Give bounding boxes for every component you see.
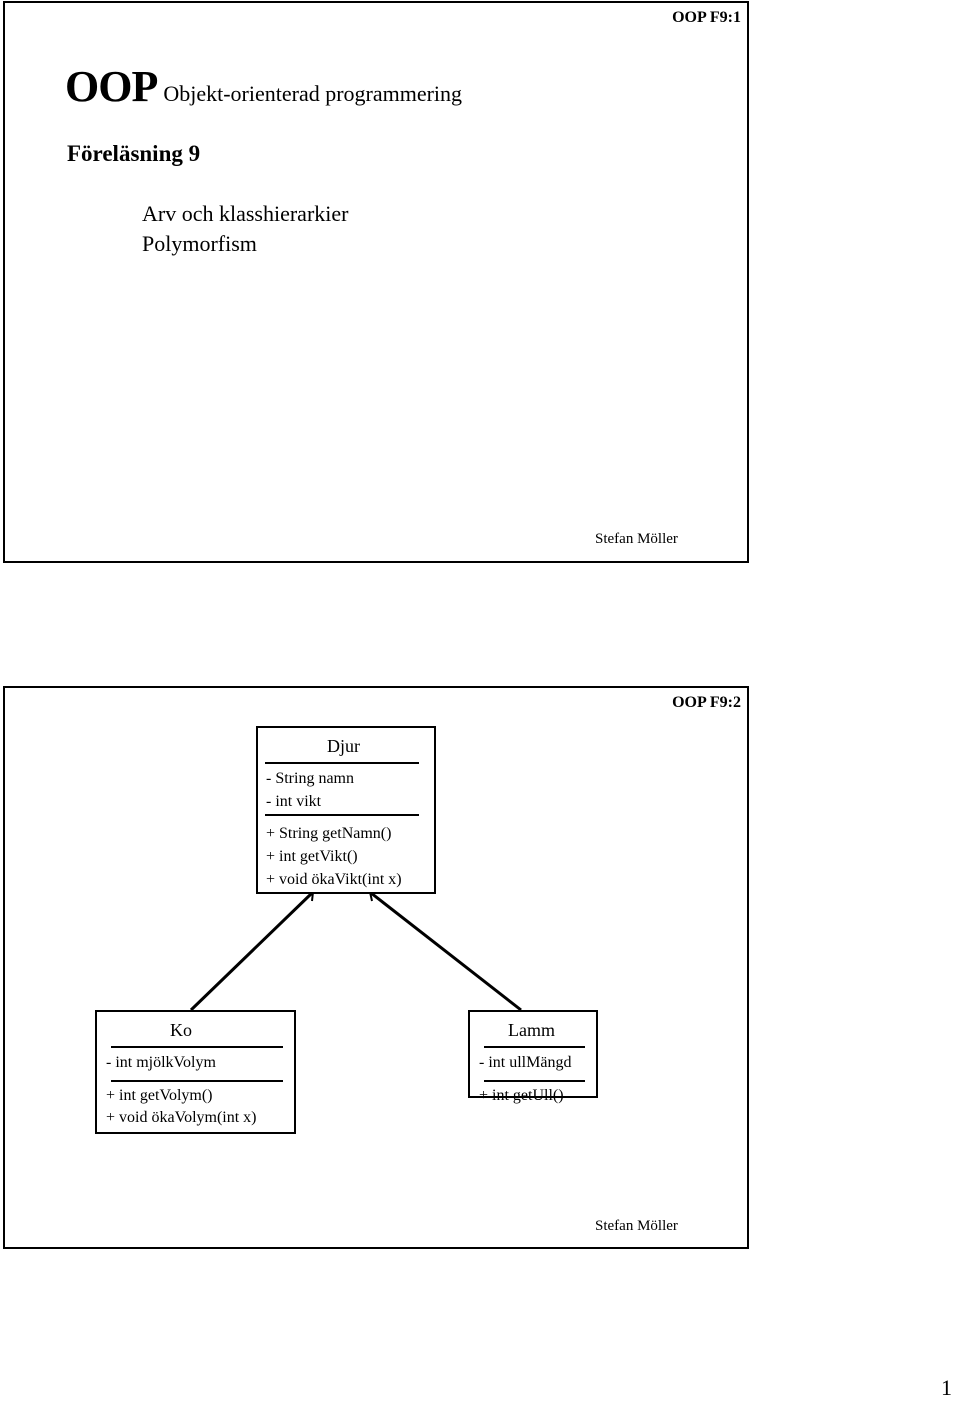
class-box-ko: Ko - int mjölkVolym + int getVolym() + v… (95, 1010, 296, 1134)
method: + void ökaVikt(int x) (266, 871, 402, 888)
slide-2: OOP F9:2 Djur - String namn - int vikt +… (3, 686, 749, 1249)
lecture-heading: Föreläsning 9 (67, 141, 201, 166)
method: + String getNamn() (266, 825, 392, 842)
class-box-djur: Djur - String namn - int vikt + String g… (256, 726, 436, 894)
course-subtitle: Objekt-orienterad programmering (163, 81, 463, 106)
topic-item: Arv och klasshierarkier (142, 201, 349, 226)
slide-number: OOP F9:2 (672, 694, 741, 711)
class-box-lamm: Lamm - int ullMängd + int getUll() (468, 1010, 598, 1104)
attribute: - String namn (266, 770, 354, 787)
topic-item: Polymorfism (142, 231, 257, 256)
method: + int getVolym() (106, 1087, 213, 1104)
course-title: OOP (65, 62, 158, 111)
slide-number: OOP F9:1 (672, 9, 741, 26)
separator (484, 1080, 585, 1082)
attribute: - int ullMängd (479, 1054, 572, 1071)
separator (484, 1046, 585, 1048)
separator (265, 814, 419, 816)
separator (111, 1080, 283, 1082)
author: Stefan Möller (595, 1218, 678, 1234)
method: + void ökaVolym(int x) (106, 1109, 257, 1126)
inheritance-line-ko (189, 891, 314, 1012)
inheritance-line-lamm (370, 891, 522, 1012)
class-name: Lamm (508, 1020, 555, 1040)
attribute: - int mjölkVolym (106, 1054, 216, 1071)
method: + int getUll() (479, 1087, 564, 1104)
class-name: Ko (170, 1020, 192, 1040)
author: Stefan Möller (595, 531, 678, 547)
method: + int getVikt() (266, 848, 358, 865)
attribute: - int vikt (266, 793, 322, 810)
separator (265, 762, 419, 764)
topic-list: Arv och klasshierarkier Polymorfism (142, 199, 348, 259)
separator (111, 1046, 283, 1048)
page-number: 1 (941, 1375, 952, 1400)
class-name: Djur (327, 736, 360, 756)
